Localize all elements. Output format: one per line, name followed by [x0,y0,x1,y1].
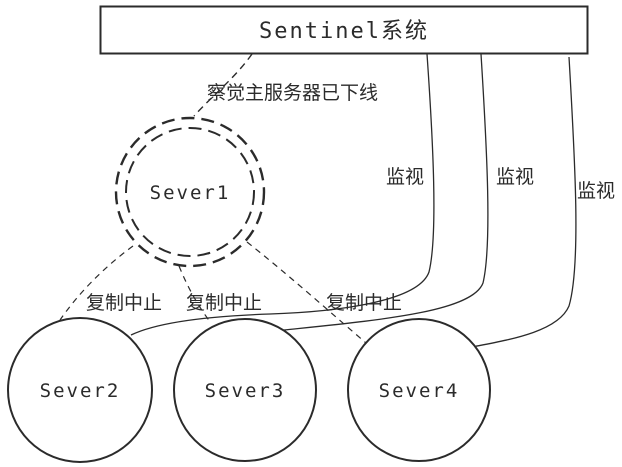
monitor-edge-slave4 [471,56,577,348]
slave3-node [173,318,317,462]
master-node-inner-ring [125,127,255,257]
sentinel-box-label: Sentinel系统 [259,19,429,44]
slave4-node-label: Sever4 [379,380,460,402]
monitor-edge-slave2 [130,53,435,336]
monitor-label-1: 监视 [386,166,424,188]
monitor-label-3: 监视 [577,180,615,202]
replication-label-2: 复制中止 [186,292,262,314]
monitor-edge-slave3 [283,53,489,331]
detection-edge-label: 察觉主服务器已下线 [207,82,378,104]
detection-edge [193,53,253,117]
slave2-node-label: Sever2 [40,380,121,402]
sentinel-box [99,5,589,55]
replication-edge-slave3 [178,265,212,324]
replication-label-3: 复制中止 [326,292,402,314]
slave2-node [7,317,153,463]
slave4-node [347,318,491,462]
replication-label-1: 复制中止 [86,292,162,314]
master-node-label: Sever1 [150,182,231,204]
monitor-label-2: 监视 [496,166,534,188]
replication-edge-slave4 [246,241,367,344]
replication-edge-slave2 [59,245,134,321]
slave3-node-label: Sever3 [205,380,286,402]
